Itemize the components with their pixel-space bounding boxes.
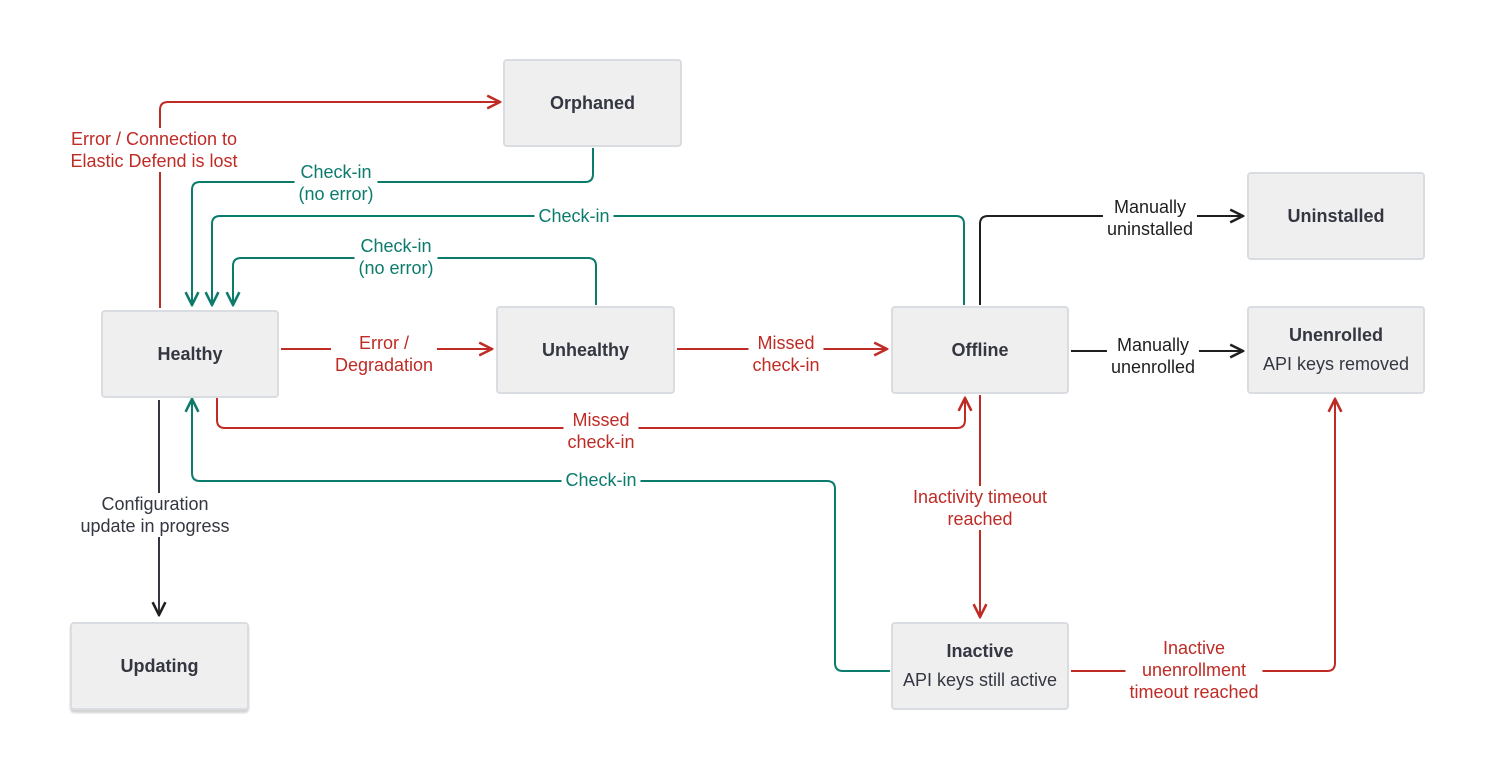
node-uninstalled: Uninstalled [1247,172,1425,260]
node-updating-title: Updating [120,655,199,676]
edge-offline-to-uninstalled [979,216,1243,305]
edge-offline-to-healthy [212,215,965,305]
label-config-update: Configuration update in progress [76,493,234,537]
edge-inactive-to-healthy [192,399,890,672]
node-inactive-subtitle: API keys still active [902,670,1058,690]
label-manually-unenrolled: Manually unenrolled [1106,334,1200,378]
label-missed-checkin-healthy: Missed check-in [563,409,639,453]
label-inactivity-timeout: Inactivity timeout reached [908,486,1052,530]
node-unhealthy-title: Unhealthy [541,339,629,360]
node-unenrolled-title: Unenrolled [1288,325,1383,345]
label-checkin-inactive: Check-in [561,469,641,491]
label-error-degradation: Error / Degradation [330,332,438,376]
node-orphaned: Orphaned [503,59,682,147]
label-manually-uninstalled: Manually uninstalled [1102,196,1198,240]
edge-healthy-to-orphaned [159,102,500,308]
label-checkin-no-error-orphaned: Check-in (no error) [294,161,378,205]
node-unhealthy: Unhealthy [496,306,675,394]
label-inactive-unenroll-timeout: Inactive unenrollment timeout reached [1125,637,1263,703]
node-offline-title: Offline [951,339,1009,360]
label-error-connection: Error / Connection to Elastic Defend is … [66,128,242,172]
node-uninstalled-title: Uninstalled [1287,205,1385,226]
label-checkin-offline: Check-in [534,205,614,227]
node-offline: Offline [891,306,1069,394]
node-inactive: Inactive API keys still active [891,622,1069,710]
node-healthy-title: Healthy [157,343,223,364]
label-missed-checkin-unhealthy: Missed check-in [748,332,824,376]
edge-inactive-to-unenrolled [1071,399,1335,672]
node-orphaned-title: Orphaned [549,92,635,113]
node-inactive-title: Inactive [946,641,1014,661]
node-unenrolled-subtitle: API keys removed [1262,354,1410,374]
label-checkin-no-error-unhealthy: Check-in (no error) [354,235,438,279]
node-healthy: Healthy [101,310,279,398]
edge-orphaned-to-healthy [192,148,594,305]
node-unenrolled: Unenrolled API keys removed [1247,306,1425,394]
node-updating: Updating [70,622,249,710]
